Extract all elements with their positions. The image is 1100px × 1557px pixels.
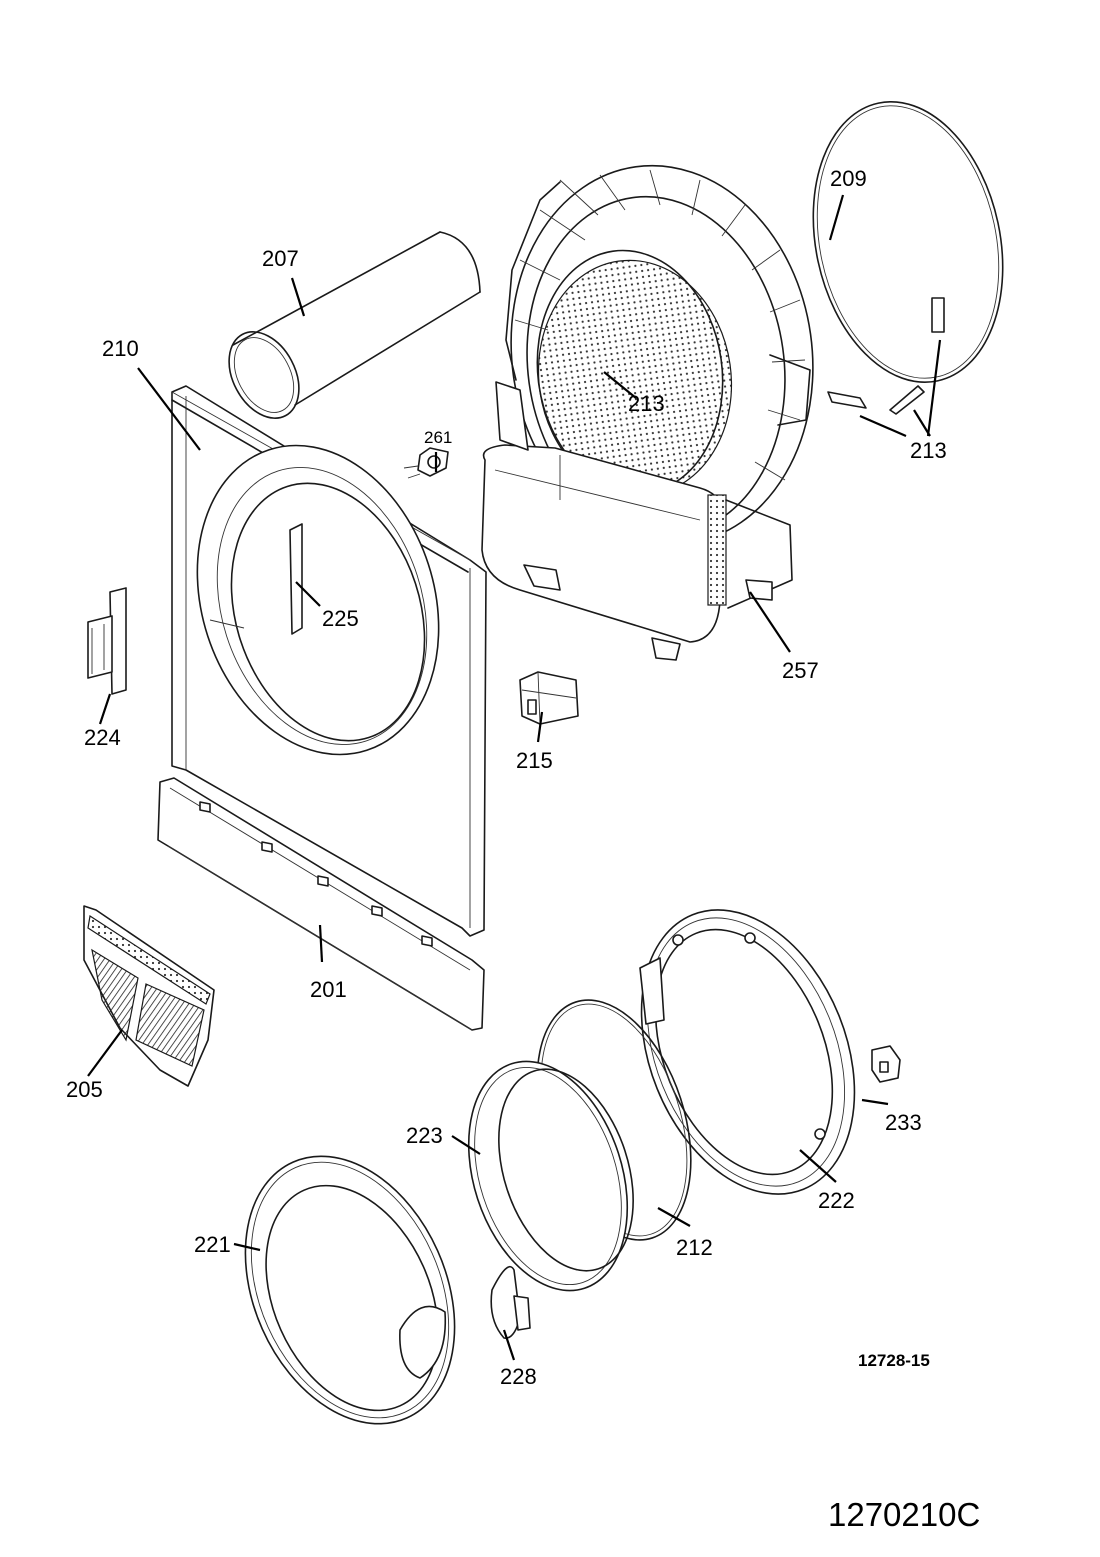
part-222-door-outer-ring xyxy=(639,909,856,1195)
part-207-duct-tube xyxy=(228,231,481,419)
label-221: 221 xyxy=(194,1232,231,1257)
label-233: 233 xyxy=(885,1110,922,1135)
part-205-lint-filter xyxy=(83,905,215,1087)
label-213-inner: 213 xyxy=(628,391,665,416)
part-228-door-handle xyxy=(490,1265,531,1339)
reference-code: 12728-15 xyxy=(858,1351,930,1370)
label-213-outer: 213 xyxy=(910,438,947,463)
part-233-door-catch xyxy=(871,1045,901,1083)
leader-lines xyxy=(87,194,942,1361)
part-221-door-trim xyxy=(244,1155,456,1425)
label-201: 201 xyxy=(310,977,347,1002)
part-224-hinge xyxy=(87,587,127,695)
label-225: 225 xyxy=(322,606,359,631)
label-205: 205 xyxy=(66,1077,103,1102)
label-257: 257 xyxy=(782,658,819,683)
label-228: 228 xyxy=(500,1364,537,1389)
label-223: 223 xyxy=(406,1123,443,1148)
part-261-thermostat xyxy=(403,447,449,479)
part-209-seal-ring xyxy=(812,100,1004,384)
label-222: 222 xyxy=(818,1188,855,1213)
part-223-inner-door-glass xyxy=(467,1060,634,1292)
document-number: 1270210C xyxy=(828,1496,980,1533)
part-210-front-panel xyxy=(171,385,487,937)
label-210: 210 xyxy=(102,336,139,361)
part-257-rear-housing xyxy=(481,164,814,661)
label-215: 215 xyxy=(516,748,553,773)
label-212: 212 xyxy=(676,1235,713,1260)
part-215-door-lock xyxy=(519,671,579,725)
label-224: 224 xyxy=(84,725,121,750)
label-261: 261 xyxy=(424,428,452,447)
part-labels: 207 209 210 213 213 261 225 257 224 215 … xyxy=(66,166,947,1389)
label-209: 209 xyxy=(830,166,867,191)
label-207: 207 xyxy=(262,246,299,271)
